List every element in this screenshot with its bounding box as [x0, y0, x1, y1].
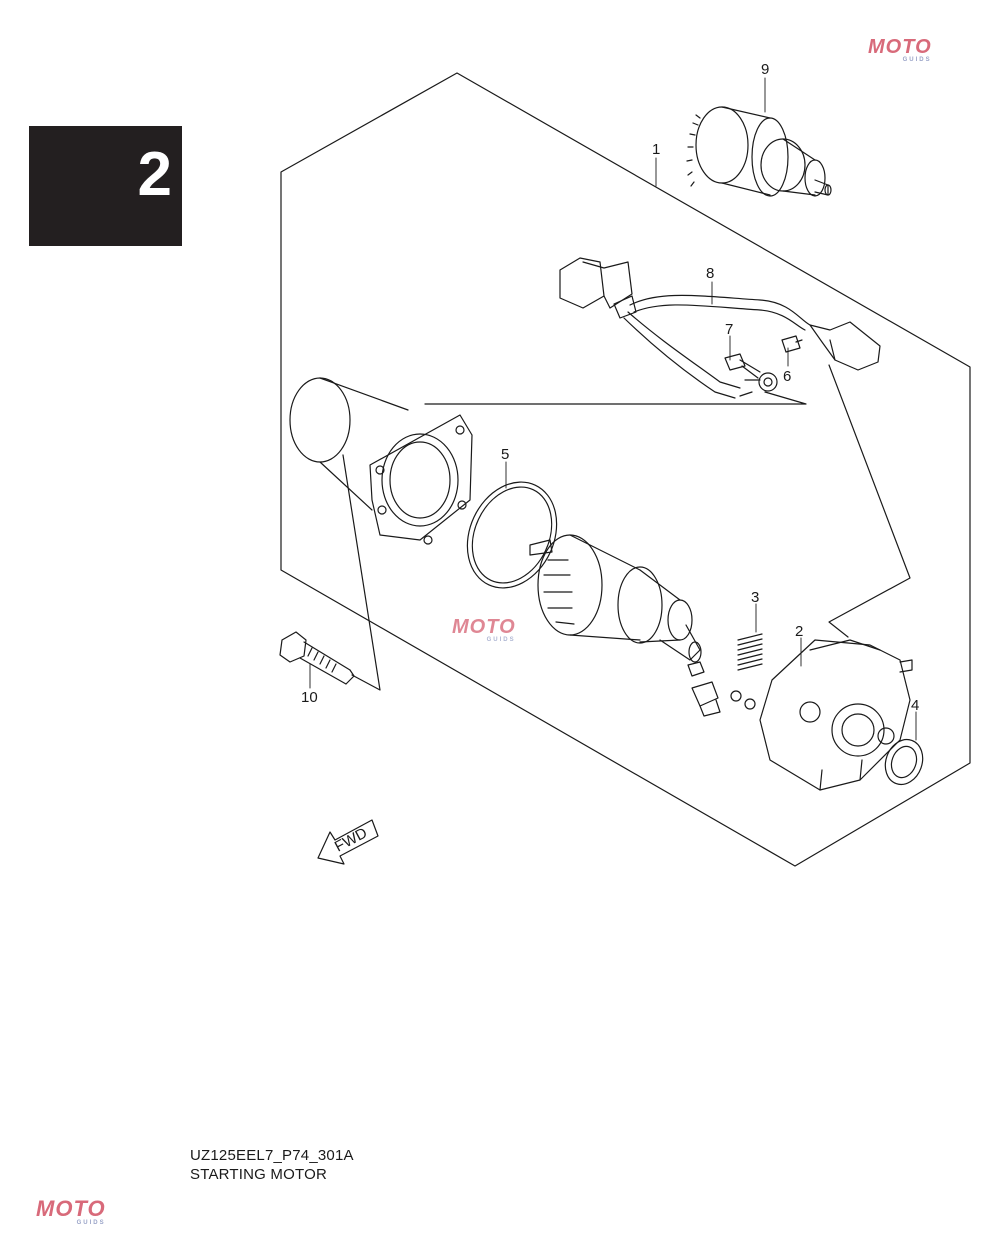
watermark-logo-text: MOTO [36, 1196, 106, 1221]
guide-line-bolt [342, 454, 381, 691]
callout-4: 4 [911, 697, 919, 714]
housing-bolt [279, 631, 355, 685]
callout-6: 6 [783, 368, 791, 385]
watermark-logo-sub: GUIDS [486, 637, 516, 643]
section-tab: 2 [29, 126, 182, 246]
watermark-top-right: MOTO GUIDS [868, 36, 932, 63]
leader-lines [309, 77, 917, 741]
section-number: 2 [137, 140, 172, 209]
watermark-logo-text: MOTO [868, 36, 932, 58]
callout-8: 8 [706, 265, 714, 282]
diagram-code: UZ125EEL7_P74_301A [190, 1147, 354, 1164]
brush-holder-parts [687, 661, 756, 717]
guide-line-housing [424, 391, 807, 405]
watermark-bottom-left: MOTO GUIDS [36, 1196, 106, 1226]
watermark-logo-sub: GUIDS [902, 57, 932, 63]
callout-7: 7 [725, 321, 733, 338]
screw-item-6 [781, 335, 803, 353]
starter-clutch-pinion [686, 106, 832, 197]
starter-motor-housing [289, 377, 473, 545]
watermark-logo-text: MOTO [452, 616, 516, 638]
armature [529, 534, 702, 663]
callout-2: 2 [795, 623, 803, 640]
o-ring [466, 481, 558, 589]
end-cover [759, 639, 913, 791]
screw-item-7 [724, 353, 761, 379]
watermark-center: MOTO GUIDS [452, 616, 516, 643]
forward-direction-arrow: FWD [317, 819, 379, 865]
assembly-outline [280, 72, 971, 867]
callout-1: 1 [652, 141, 660, 158]
callout-9: 9 [761, 61, 769, 78]
lead-wire-harness [559, 257, 881, 399]
brush-spring [737, 633, 763, 671]
watermark-logo-sub: GUIDS [76, 1220, 106, 1226]
washer [884, 738, 924, 786]
callout-5: 5 [501, 446, 509, 463]
guide-line-end-cover [828, 364, 911, 638]
callout-3: 3 [751, 589, 759, 606]
callout-10: 10 [301, 689, 318, 706]
diagram-title: STARTING MOTOR [190, 1166, 327, 1183]
